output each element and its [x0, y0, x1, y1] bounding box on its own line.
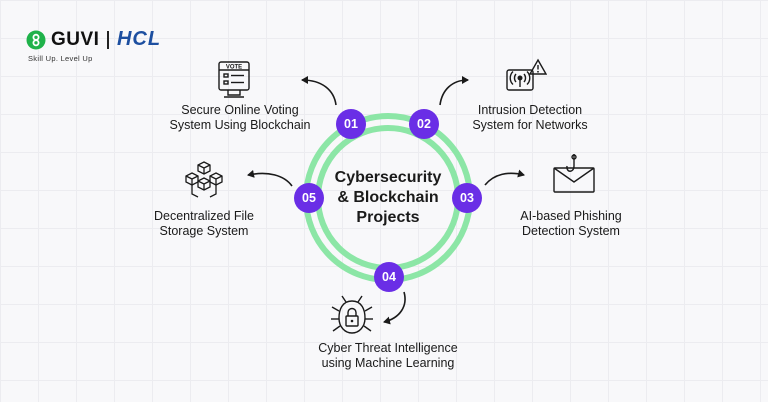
arrow-05: [247, 169, 293, 187]
arrow-01: [301, 76, 337, 106]
label-04: Cyber Threat Intelligence using Machine …: [318, 341, 458, 370]
label-02: Intrusion Detection System for Networks: [472, 103, 588, 132]
badge-03: 03: [452, 183, 482, 213]
label-05: Decentralized File Storage System: [153, 209, 255, 238]
voting-machine-icon: VOTE: [218, 61, 250, 98]
badge-02: 02: [409, 109, 439, 139]
bug-lock-icon: [331, 295, 373, 334]
guvi-wordmark: GUVI: [51, 28, 100, 50]
phishing-envelope-icon: [553, 154, 595, 193]
label-03: AI-based Phishing Detection System: [520, 209, 622, 238]
badge-05: 05: [294, 183, 324, 213]
blockchain-cubes-icon: [185, 161, 223, 198]
logo-divider: [107, 30, 109, 49]
center-title: Cybersecurity & Blockchain Projects: [334, 169, 442, 226]
arrow-04: [383, 291, 406, 325]
network-alert-icon: [506, 58, 547, 91]
badge-04: 04: [374, 262, 404, 292]
badge-01: 01: [336, 109, 366, 139]
hcl-wordmark: HCL: [116, 28, 162, 50]
brand-tagline: Skill Up. Level Up: [28, 54, 93, 63]
arrow-02: [439, 76, 469, 106]
label-01: Secure Online Voting System Using Blockc…: [169, 103, 311, 132]
svg-text:VOTE: VOTE: [226, 65, 242, 71]
arrow-03: [484, 169, 525, 186]
guvi-logo-icon: [26, 30, 46, 49]
brand-logo: GUVI HCL Skill Up. Level Up: [26, 28, 161, 63]
